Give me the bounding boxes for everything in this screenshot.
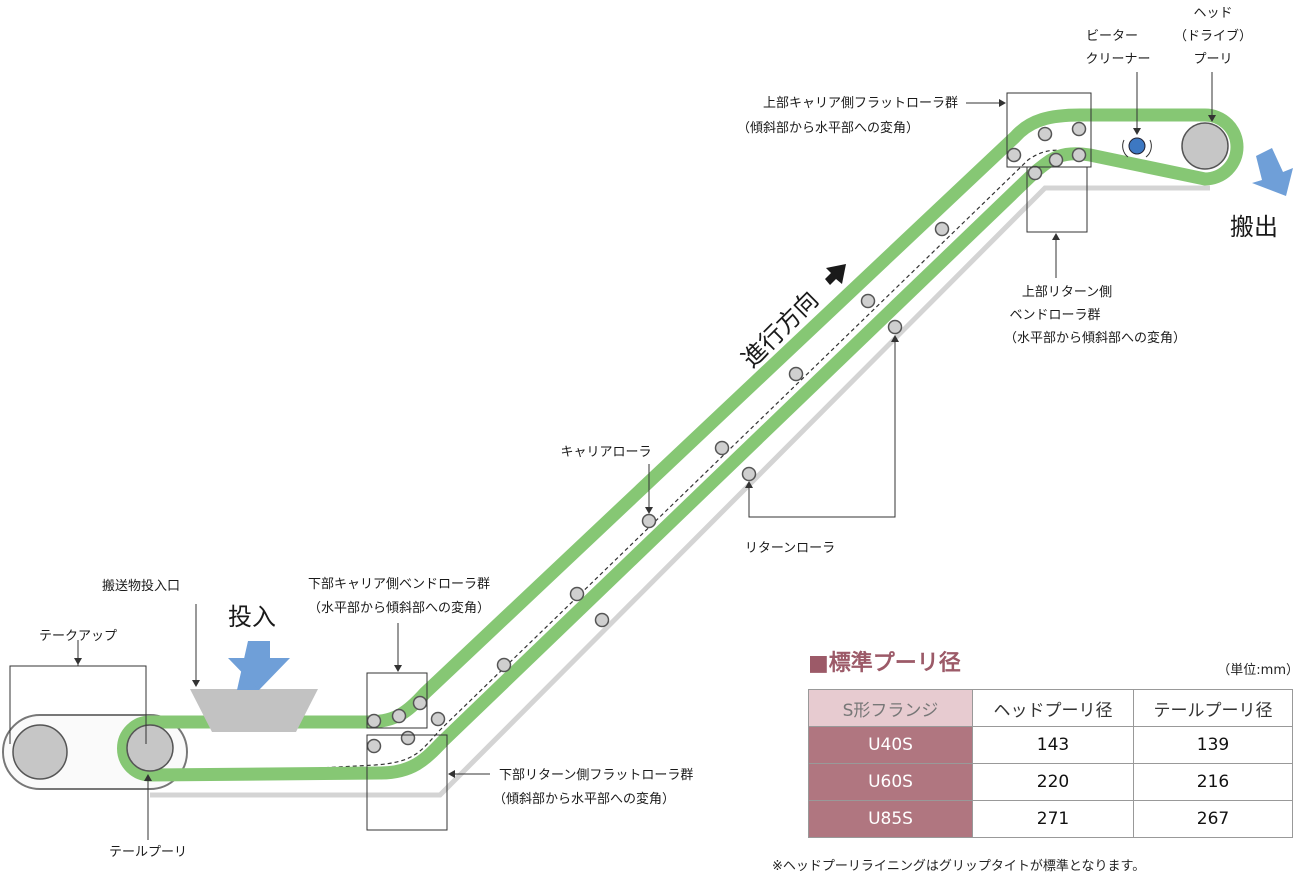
table-row: U40S 143 139 bbox=[808, 726, 1293, 764]
rotation-arrow-icon bbox=[1122, 139, 1129, 158]
lower-carrier-bend-sub: （水平部から傾斜部への変角） bbox=[308, 600, 490, 616]
tail-diameter-cell: 216 bbox=[1133, 763, 1293, 801]
lower-carrier-bend-roller bbox=[366, 713, 382, 729]
carrier-roller-label: キャリアローラ bbox=[560, 445, 651, 460]
pulley-table: S形フランジ ヘッドプーリ径 テールプーリ径 U40S 143 139 U60S… bbox=[808, 689, 1293, 838]
table-row: U85S 271 267 bbox=[808, 800, 1293, 838]
upper-return-bend-label-2: ベンドローラ群 bbox=[1009, 308, 1100, 323]
carrier-roller bbox=[860, 293, 876, 309]
tail-pulley-label: テールプーリ bbox=[109, 845, 187, 860]
upper-carrier-flat-sub: （傾斜部から水平部への変角） bbox=[737, 120, 919, 136]
tail-diameter-cell: 139 bbox=[1133, 726, 1293, 764]
beater-cleaner bbox=[1128, 137, 1146, 155]
inlet-label: 搬送物投入口 bbox=[102, 578, 180, 594]
pulley-table-title: ■標準プーリ径 bbox=[808, 651, 961, 676]
beater-cleaner-label-1: ビーター bbox=[1086, 29, 1138, 44]
return-roller bbox=[887, 319, 903, 335]
head-diameter-cell: 143 bbox=[972, 726, 1134, 764]
upper-carrier-flat-roller bbox=[1037, 126, 1053, 142]
upper-return-bend-roller bbox=[1048, 152, 1064, 168]
lower-carrier-bend-roller bbox=[391, 708, 407, 724]
carrier-roller bbox=[714, 440, 730, 456]
model-cell: U40S bbox=[808, 726, 973, 764]
pulley-table-unit: （単位:mm） bbox=[1217, 663, 1299, 678]
main-belt bbox=[117, 108, 1244, 782]
head-pulley-label-3: プーリ bbox=[1193, 52, 1232, 67]
upper-carrier-flat-roller bbox=[1071, 121, 1087, 137]
lower-carrier-bend-label: 下部キャリア側ベンドローラ群 bbox=[308, 577, 490, 592]
upper-return-bend-box bbox=[1026, 166, 1088, 233]
lower-return-flat-sub: （傾斜部から水平部への変角） bbox=[493, 791, 675, 807]
carrier-roller bbox=[641, 513, 657, 529]
header-head-pulley: ヘッドプーリ径 bbox=[972, 689, 1134, 727]
upper-return-bend-sub: （水平部から傾斜部への変角） bbox=[1004, 330, 1186, 346]
return-roller bbox=[594, 612, 610, 628]
beater-cleaner-label-2: クリーナー bbox=[1085, 52, 1150, 67]
output-label: 搬出 bbox=[1230, 213, 1278, 241]
carrier-roller bbox=[496, 657, 512, 673]
header-tail-pulley: テールプーリ径 bbox=[1133, 689, 1293, 727]
lower-return-flat-label: 下部リターン側フラットローラ群 bbox=[499, 768, 693, 783]
takeup-pulley bbox=[12, 724, 68, 780]
head-diameter-cell: 271 bbox=[972, 800, 1134, 838]
carrier-roller bbox=[788, 366, 804, 382]
model-cell: U85S bbox=[808, 800, 973, 838]
output-arrow-icon bbox=[1252, 148, 1293, 196]
lower-return-flat-roller bbox=[400, 730, 416, 746]
carrier-roller bbox=[934, 221, 950, 237]
direction-arrow-icon bbox=[825, 264, 846, 285]
lower-return-flat-roller bbox=[430, 711, 446, 727]
header-flange: S形フランジ bbox=[808, 689, 973, 727]
tail-diameter-cell: 267 bbox=[1133, 800, 1293, 838]
model-cell: U60S bbox=[808, 763, 973, 801]
lower-carrier-bend-box bbox=[366, 672, 428, 729]
return-belt bbox=[150, 185, 1210, 798]
takeup-label: テークアップ bbox=[39, 629, 117, 644]
lower-carrier-bend-roller bbox=[412, 695, 428, 711]
lower-return-flat-box bbox=[366, 734, 448, 831]
pulley-note: ※ヘッドプーリライニングはグリップタイトが標準となります。 bbox=[772, 859, 1146, 874]
tail-pulley bbox=[126, 724, 174, 772]
table-header-row: S形フランジ ヘッドプーリ径 テールプーリ径 bbox=[808, 689, 1293, 727]
input-label: 投入 bbox=[228, 603, 276, 631]
head-pulley bbox=[1181, 122, 1229, 170]
upper-carrier-flat-label: 上部キャリア側フラットローラ群 bbox=[763, 96, 958, 111]
upper-return-bend-roller bbox=[1027, 165, 1043, 181]
head-pulley-label-2: （ドライブ） bbox=[1174, 28, 1252, 44]
rotation-arrow-icon bbox=[1145, 139, 1152, 158]
head-pulley-label-1: ヘッド bbox=[1193, 6, 1232, 21]
table-row: U60S 220 216 bbox=[808, 763, 1293, 801]
input-arrow-head bbox=[228, 658, 290, 690]
upper-return-bend-label-1: 上部リターン側 bbox=[1022, 285, 1112, 300]
upper-carrier-flat-roller bbox=[1006, 147, 1022, 163]
return-roller-label: リターンローラ bbox=[745, 541, 835, 556]
head-diameter-cell: 220 bbox=[972, 763, 1134, 801]
upper-return-bend-roller bbox=[1071, 147, 1087, 163]
carrier-roller bbox=[569, 586, 585, 602]
return-roller bbox=[741, 466, 757, 482]
lower-return-flat-roller bbox=[366, 738, 382, 754]
hopper bbox=[190, 689, 318, 732]
